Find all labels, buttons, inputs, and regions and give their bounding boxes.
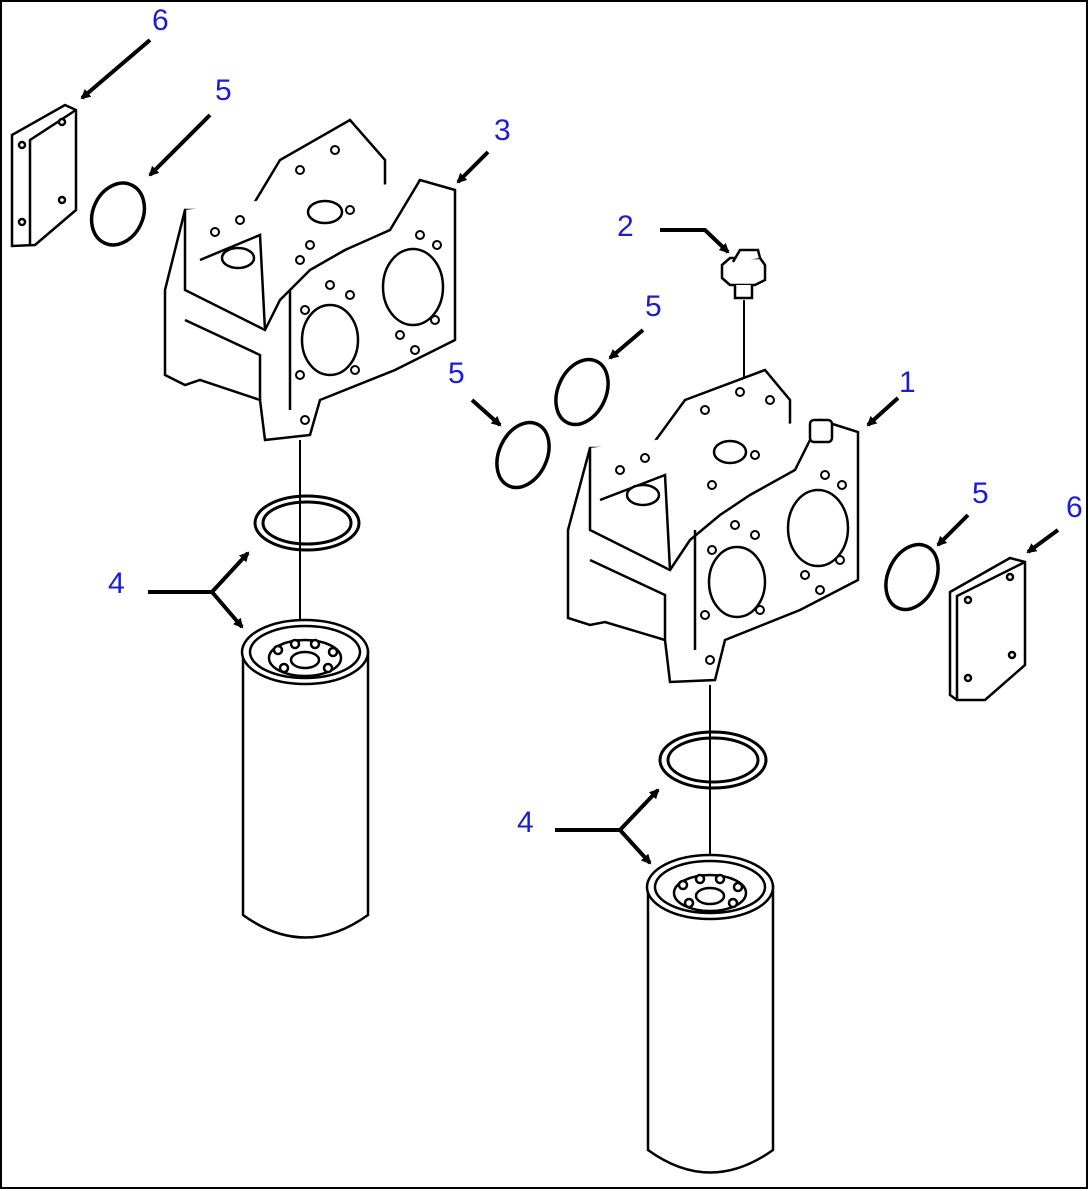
leader-4-right-filter <box>618 828 652 865</box>
callout-1: 1 <box>899 366 916 399</box>
leader-4-left-filter <box>210 590 244 629</box>
o-ring-center-high <box>554 357 610 427</box>
filter-element-right <box>645 853 775 1174</box>
filter-element-left <box>240 618 370 939</box>
leader-6-right <box>1026 528 1060 554</box>
callout-2: 2 <box>617 210 634 243</box>
leader-5-center-high <box>608 328 645 360</box>
leader-2 <box>660 228 730 254</box>
o-ring-left-top <box>89 181 147 247</box>
callout-5-center-high: 5 <box>645 290 662 323</box>
fitting <box>720 248 767 300</box>
callout-5-left: 5 <box>215 74 232 107</box>
leader-5-left <box>148 113 212 177</box>
filter-head-right <box>566 368 860 684</box>
o-ring-center-low <box>495 420 551 490</box>
callout-4-right: 4 <box>517 806 534 839</box>
bolt-holes-right-head <box>615 387 847 665</box>
leader-5-center-low <box>470 398 502 427</box>
seal-ring-right <box>658 730 768 790</box>
cover-plate-right <box>948 556 1027 702</box>
callout-3: 3 <box>494 114 511 147</box>
leader-lines <box>80 38 1060 865</box>
seal-ring-left <box>253 494 361 552</box>
callout-4-left: 4 <box>108 567 125 600</box>
callout-5-center-low: 5 <box>448 357 465 390</box>
leader-1 <box>866 396 900 427</box>
cover-plate-left <box>10 103 78 248</box>
o-ring-right <box>884 542 940 612</box>
leader-3 <box>456 150 490 184</box>
callout-6-right: 6 <box>1066 491 1083 524</box>
leader-6-left <box>80 38 152 100</box>
callout-5-right: 5 <box>972 477 989 510</box>
leader-5-right <box>936 513 970 547</box>
bolt-holes-left-head <box>210 145 442 425</box>
callout-6-left: 6 <box>152 4 169 37</box>
